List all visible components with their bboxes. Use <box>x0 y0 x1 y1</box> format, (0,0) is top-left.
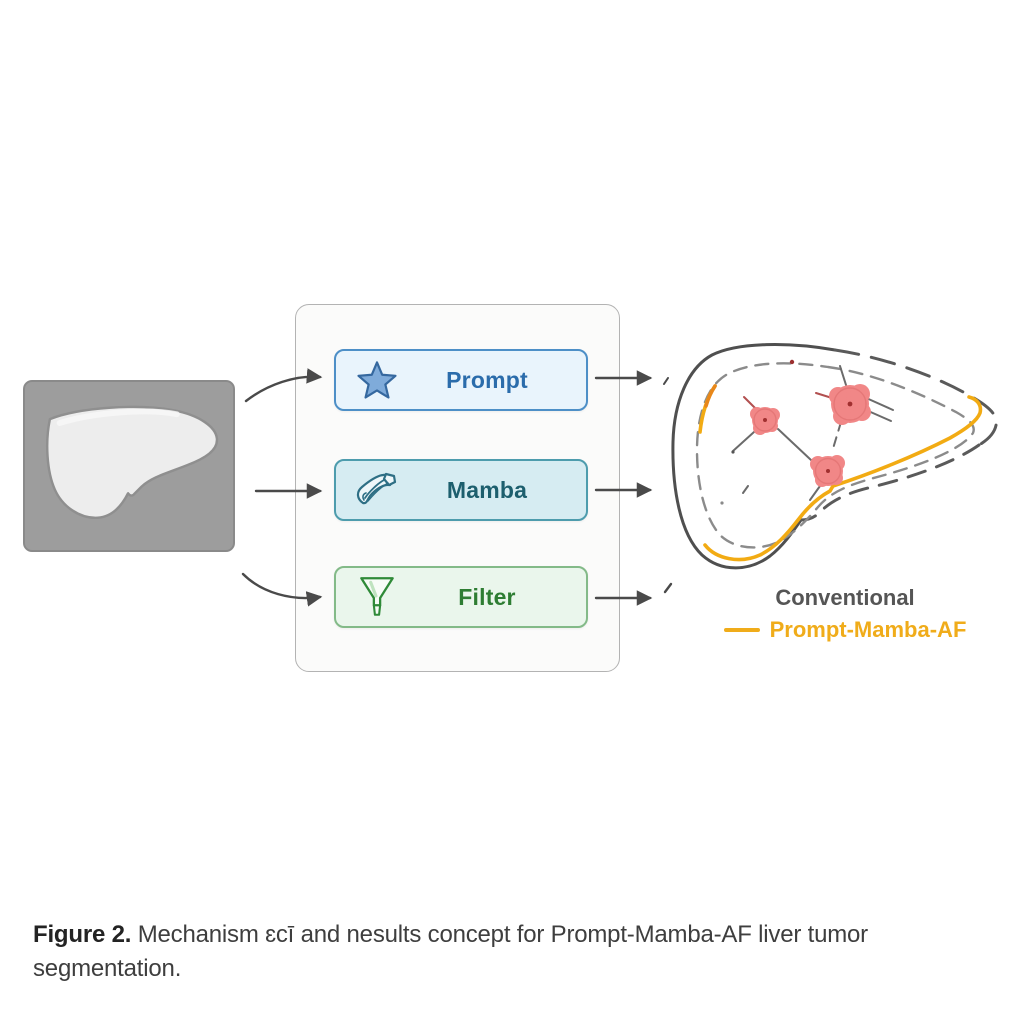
module-prompt: Prompt <box>334 349 588 411</box>
legend-pmaf-label: Prompt-Mamba-AF <box>769 617 967 642</box>
result-liver-illustration <box>671 343 998 570</box>
module-filter-label: Filter <box>458 583 516 610</box>
funnel-icon <box>352 572 402 622</box>
figure-caption: Figure 2. Mechanism ɛcī and nesults conc… <box>33 918 905 986</box>
liver-shape-graphic <box>46 405 219 519</box>
figure-caption-text: Mechanism ɛcī and nesults concept for Pr… <box>33 921 868 982</box>
tumor-top-right <box>829 384 871 425</box>
input-liver-scan <box>23 380 235 552</box>
yellow-line-swatch <box>723 628 760 632</box>
module-mamba: Mamba <box>334 459 588 521</box>
tumor-left <box>750 407 780 435</box>
pipeline-panel: Prompt Mamba F <box>295 304 620 672</box>
module-mamba-label: Mamba <box>446 476 528 503</box>
figure-caption-label: Figure 2. <box>33 921 132 948</box>
sketch-tick-bottom <box>663 582 673 594</box>
tumor-spicules <box>720 359 894 505</box>
legend-row-conventional: Conventional <box>690 582 1000 614</box>
legend-conventional-label: Conventional <box>775 585 915 610</box>
module-prompt-label: Prompt <box>446 366 528 393</box>
module-filter: Filter <box>334 566 588 628</box>
legend-row-pmaf: Prompt-Mamba-AF <box>690 614 1000 646</box>
snake-icon <box>352 465 402 515</box>
star-icon <box>352 355 402 405</box>
legend: Conventional Prompt-Mamba-AF <box>690 582 1000 646</box>
pmaf-contour <box>703 395 983 562</box>
tumor-bottom <box>810 455 845 487</box>
